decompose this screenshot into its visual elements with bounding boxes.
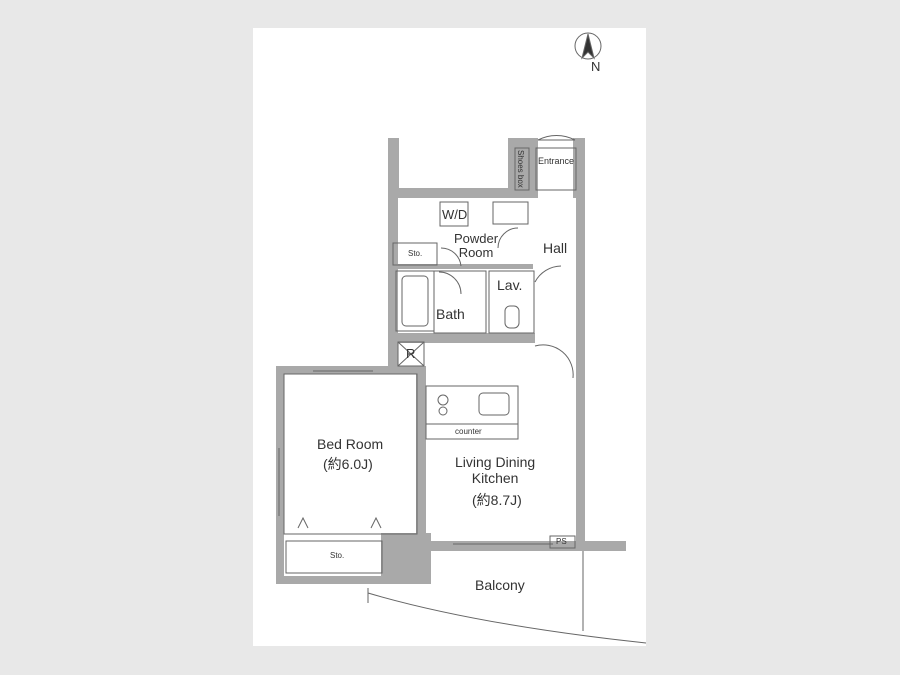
walls — [276, 138, 626, 584]
sto-lower-label: Sto. — [330, 551, 345, 560]
ps-label: PS — [556, 537, 567, 546]
hall-label: Hall — [543, 240, 568, 256]
entrance-label: Entrance — [538, 156, 575, 166]
bath-label: Bath — [436, 306, 465, 322]
fixtures — [278, 32, 646, 644]
ldk-size-label: (約8.7J) — [472, 492, 522, 508]
floorplan-drawing — [276, 32, 646, 644]
wd-label: W/D — [442, 207, 468, 222]
lav-label: Lav. — [497, 277, 523, 293]
shoes-box-label: Shoes box — [516, 150, 526, 188]
refrigerator-label: R — [406, 346, 416, 361]
bed-room-size-label: (約6.0J) — [323, 456, 373, 472]
counter-label: counter — [455, 427, 482, 436]
powder-room-label: Powder Room — [454, 231, 499, 260]
floorplan-sheet: N Entrance Shoes box Hall W/D Powder Roo… — [253, 28, 646, 646]
sto-upper-label: Sto. — [408, 249, 423, 258]
balcony-label: Balcony — [475, 577, 525, 593]
compass-north-label: N — [591, 59, 601, 74]
bed-room-label: Bed Room — [317, 436, 384, 452]
ldk-label: Living Dining Kitchen — [455, 454, 536, 487]
